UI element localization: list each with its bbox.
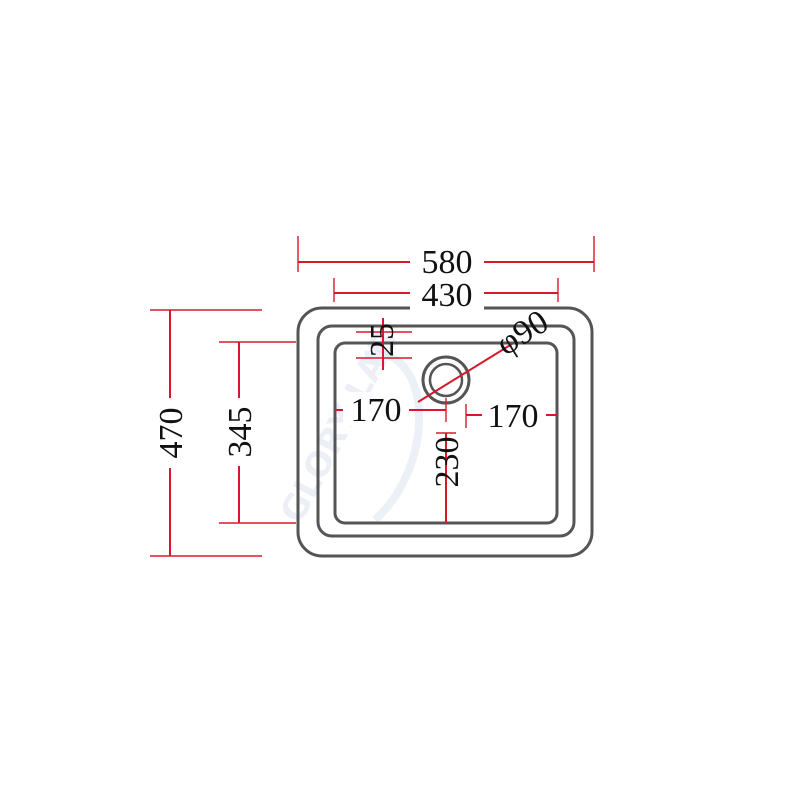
label-drain-diameter: φ90 bbox=[490, 303, 555, 363]
label-right-170: 170 bbox=[488, 398, 539, 435]
label-left-170: 170 bbox=[351, 392, 402, 429]
dimension-top-offset: 25 bbox=[356, 318, 412, 370]
dimension-bowl-depth: 345 bbox=[219, 341, 296, 524]
dimension-drain-diameter: φ90 bbox=[417, 303, 555, 403]
dimension-bowl-width: 430 bbox=[333, 276, 559, 314]
label-580: 580 bbox=[422, 244, 473, 281]
dimension-overall-width: 580 bbox=[297, 236, 595, 281]
label-430: 430 bbox=[422, 277, 473, 314]
dimension-drain-to-bottom: 230 bbox=[429, 432, 466, 523]
dimension-overall-depth: 470 bbox=[150, 309, 262, 557]
drain-hole bbox=[421, 355, 471, 405]
label-25: 25 bbox=[364, 323, 401, 357]
label-345: 345 bbox=[222, 407, 259, 458]
dimension-right-offset: 170 bbox=[465, 398, 557, 435]
label-230: 230 bbox=[429, 437, 466, 488]
sink-inner-rim bbox=[316, 324, 576, 538]
dimension-left-offset: 170 bbox=[335, 392, 447, 429]
label-470: 470 bbox=[153, 408, 190, 459]
